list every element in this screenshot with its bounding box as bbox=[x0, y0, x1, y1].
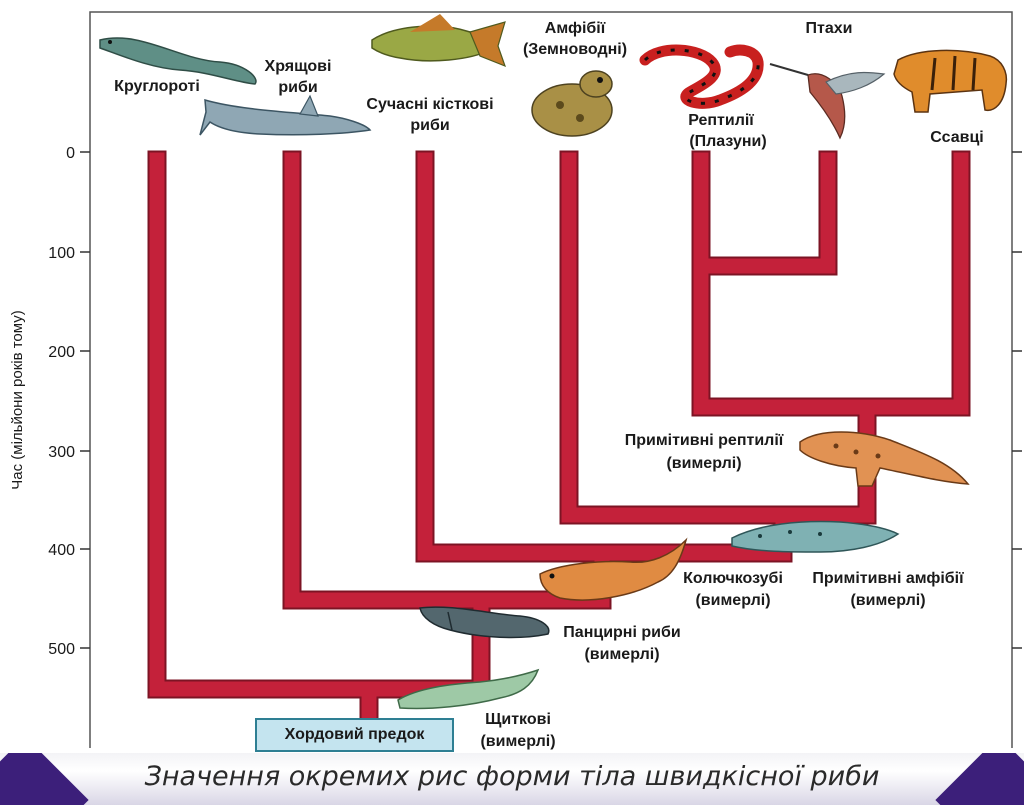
tick-label-100: 100 bbox=[48, 245, 75, 262]
placoderm-fish-icon bbox=[420, 607, 549, 637]
ancient-amphibian-icon bbox=[732, 522, 898, 552]
tick-label-200: 200 bbox=[48, 344, 75, 361]
label-amphibians-line2: (Земноводні) bbox=[523, 41, 627, 58]
frog-icon bbox=[532, 71, 612, 136]
hummingbird-icon bbox=[770, 64, 884, 138]
label-ostracoderms-line1: Щиткові bbox=[485, 711, 551, 728]
label-mammals: Ссавці bbox=[930, 129, 983, 146]
tick-label-300: 300 bbox=[48, 444, 75, 461]
label-primitive-amphibians-line1: Примітивні амфібії bbox=[812, 570, 964, 587]
label-bony-fish-line1: Сучасні кісткові bbox=[366, 96, 493, 113]
snake-icon bbox=[645, 50, 758, 103]
label-primitive-reptiles-line2: (вимерлі) bbox=[666, 455, 741, 472]
tick-label-0: 0 bbox=[66, 145, 75, 162]
label-cartilaginous-line2: риби bbox=[278, 79, 317, 96]
chordate-ancestor-box: Хордовий предок bbox=[255, 718, 454, 752]
label-placoderms-line1: Панцирні риби bbox=[563, 624, 680, 641]
tick-label-500: 500 bbox=[48, 641, 75, 658]
label-primitive-amphibians-line2: (вимерлі) bbox=[850, 592, 925, 609]
label-placoderms-line2: (вимерлі) bbox=[584, 646, 659, 663]
caption-bar: Значення окремих рис форми тіла швидкісн… bbox=[0, 753, 1024, 805]
label-primitive-reptiles-line1: Примітивні рептилії bbox=[625, 432, 784, 449]
label-reptiles-line1: Рептилії bbox=[688, 112, 754, 129]
label-acanthodians-line1: Колючкозубі bbox=[683, 570, 783, 587]
label-acanthodians-line2: (вимерлі) bbox=[695, 592, 770, 609]
label-cartilaginous-line1: Хрящові bbox=[265, 58, 332, 75]
tick-label-400: 400 bbox=[48, 542, 75, 559]
shark-icon bbox=[200, 96, 370, 135]
label-ostracoderms-line2: (вимерлі) bbox=[480, 733, 555, 750]
label-bony-fish-line2: риби bbox=[410, 117, 449, 134]
y-axis-title: Час (мільйони років тому) bbox=[9, 310, 26, 490]
caption-text: Значення окремих рис форми тіла швидкісн… bbox=[0, 761, 1024, 792]
tiger-icon bbox=[894, 50, 1006, 112]
chordate-ancestor-label: Хордовий предок bbox=[285, 726, 425, 744]
label-amphibians-line1: Амфібії bbox=[545, 20, 606, 37]
label-reptiles-line2: (Плазуни) bbox=[689, 133, 766, 150]
label-lamprey: Круглороті bbox=[114, 78, 200, 95]
label-birds: Птахи bbox=[806, 20, 853, 37]
perch-icon bbox=[372, 14, 505, 66]
ancient-reptile-icon bbox=[800, 432, 968, 486]
